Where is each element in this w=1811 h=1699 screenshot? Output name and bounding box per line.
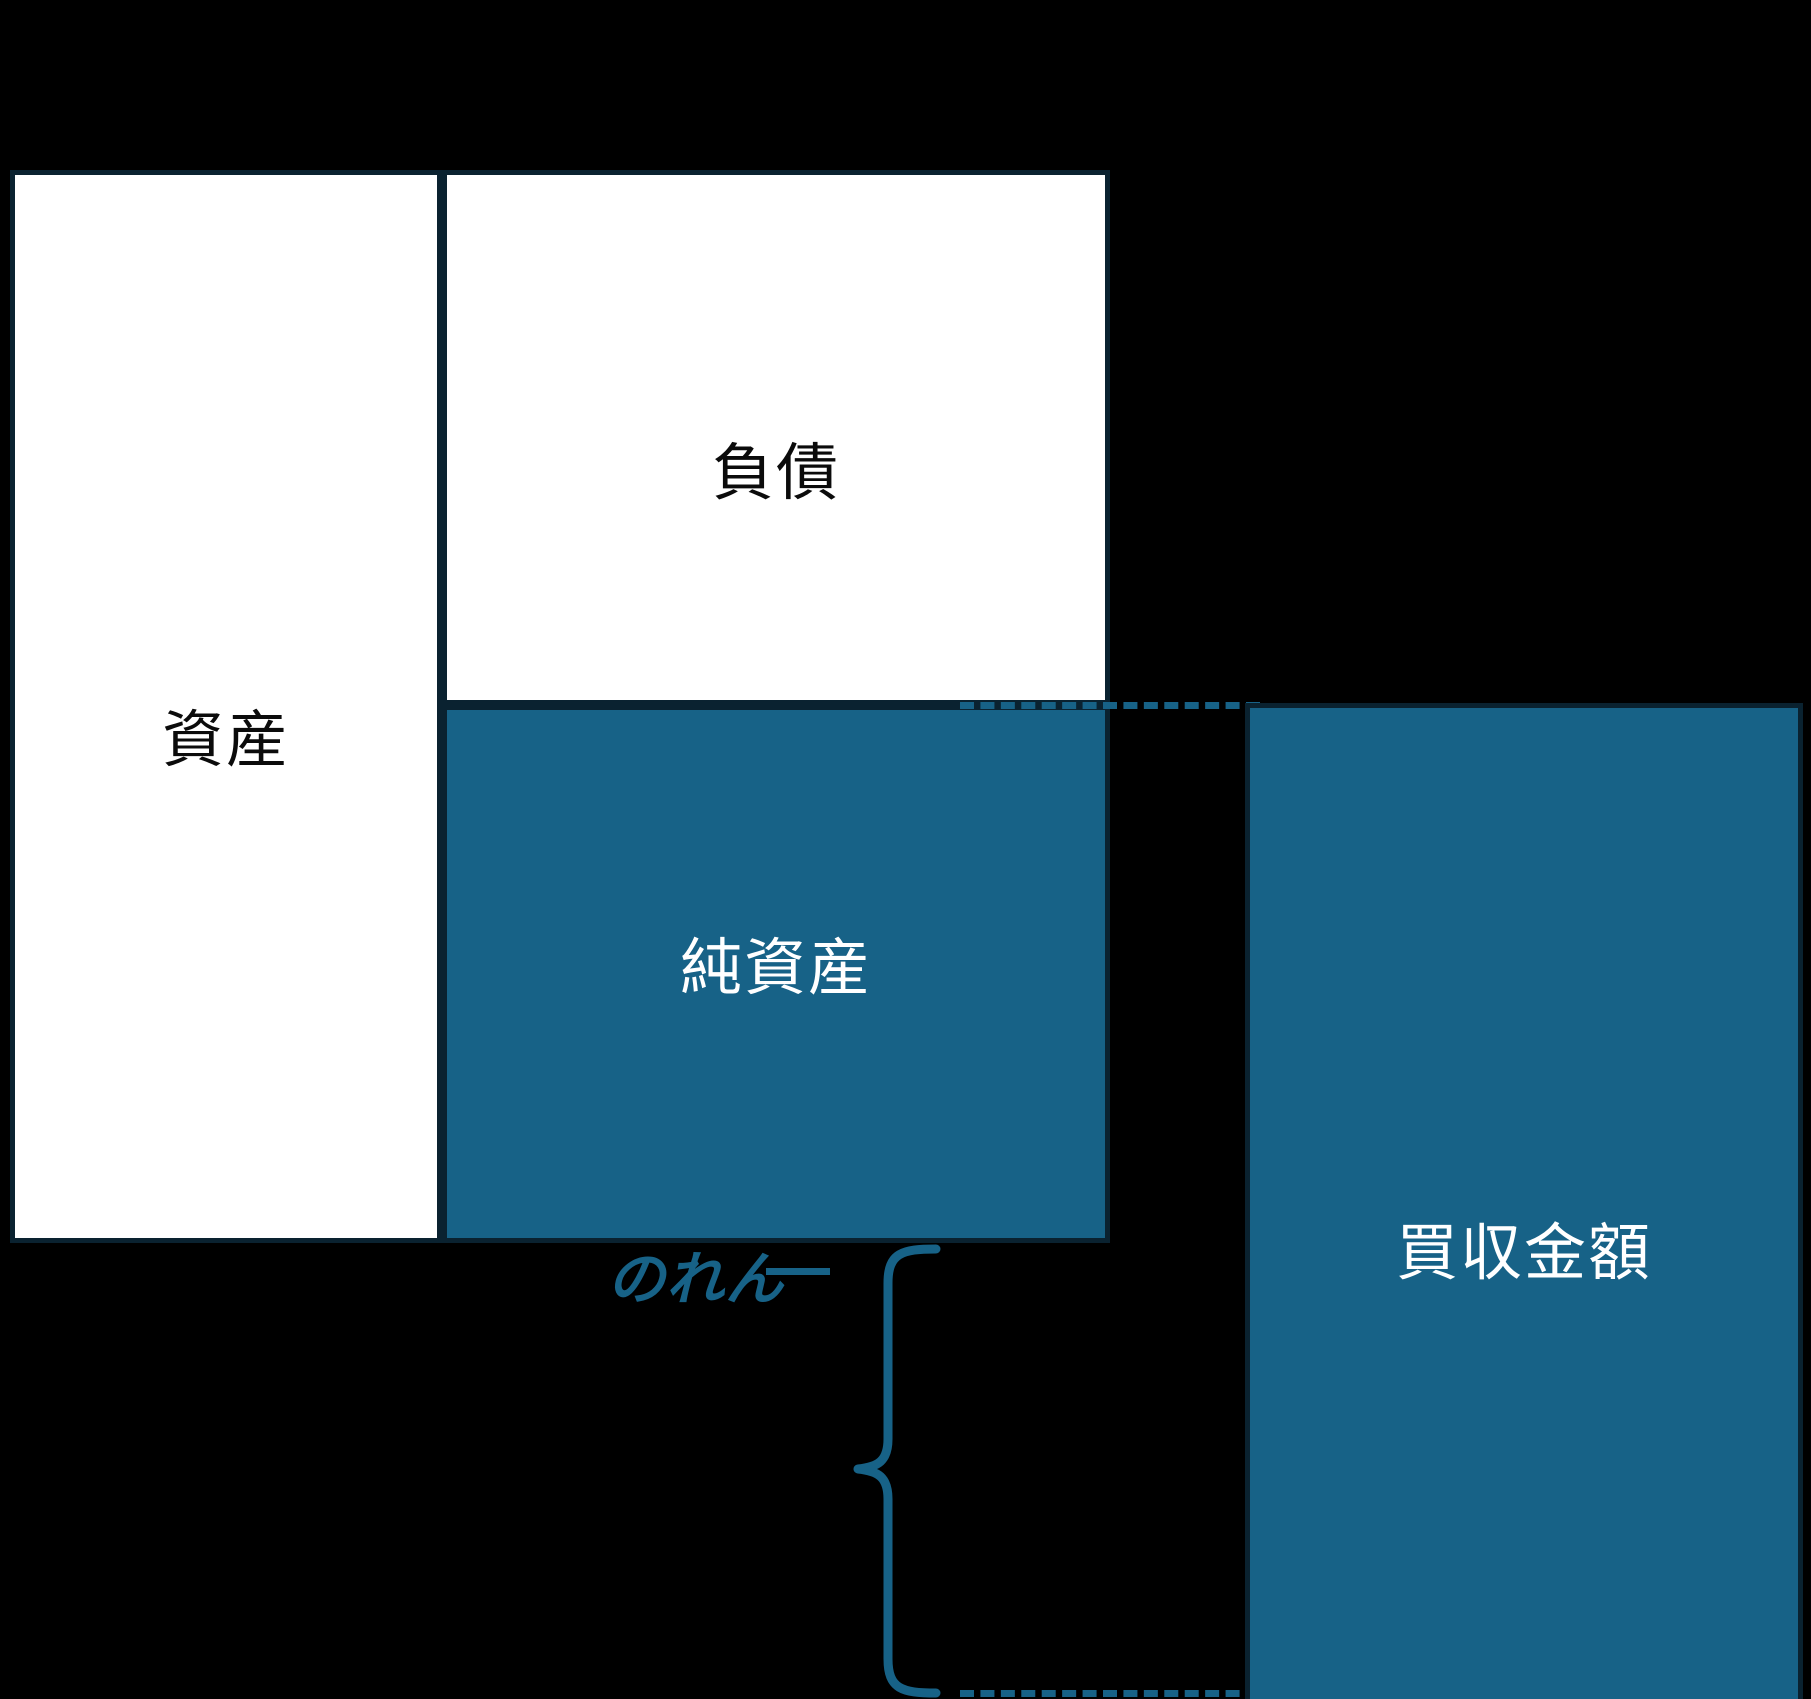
liabilities-label: 負債 — [711, 439, 840, 508]
dashed-connector-bottom — [960, 1690, 1260, 1697]
liabilities-box: 負債 — [442, 170, 1110, 705]
acquisition-amount-label: 買収金額 — [1395, 1219, 1652, 1288]
net-assets-box: 純資産 — [442, 705, 1110, 1243]
assets-label: 資産 — [161, 706, 290, 775]
goodwill-brace — [832, 1243, 1012, 1699]
goodwill-label: のれん — [606, 1245, 784, 1313]
dashed-connector-top — [960, 702, 1260, 709]
goodwill-leader-line — [766, 1268, 830, 1275]
assets-box: 資産 — [10, 170, 442, 1243]
acquisition-amount-box: 買収金額 — [1245, 703, 1803, 1699]
net-assets-label: 純資産 — [679, 935, 872, 1003]
